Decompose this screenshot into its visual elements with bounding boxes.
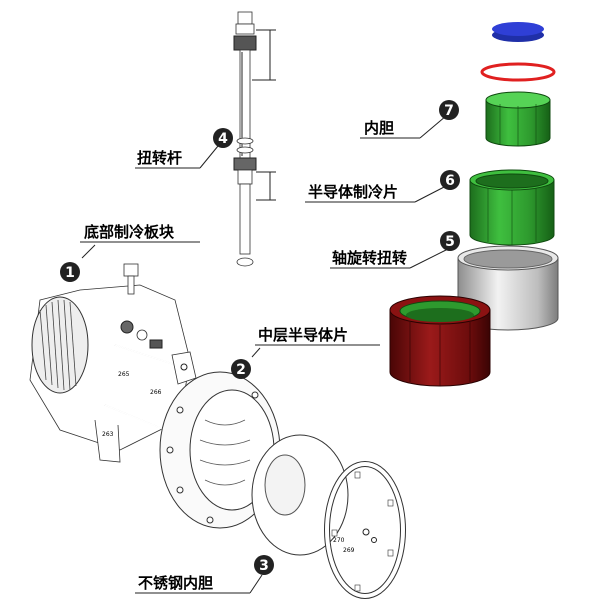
green-inner-liner [485,91,551,147]
label-middle-semiconductor: 中层半导体片 [258,326,348,344]
badge-3-number: 3 [259,558,269,574]
leader-lines [80,115,451,594]
green-cooling-sleeve [469,169,555,246]
label-torsion-rod: 扭转杆 [137,149,182,167]
badge-5: 5 [440,231,460,251]
badge-1: 1 [60,262,80,282]
torsion-rod-drawing [233,11,276,267]
badge-1-number: 1 [65,265,75,281]
label-inner-liner: 内胆 [364,119,394,137]
label-semiconductor-cooler: 半导体制冷片 [308,183,398,201]
label-base-cooling-block: 底部制冷板块 [84,223,175,241]
badge-7-number: 7 [444,103,454,119]
red-seal-ring [480,62,556,82]
part-number-270: 270 [333,537,345,544]
part-number-263: 263 [102,431,114,438]
stainless-liner-drawing [251,434,406,599]
badge-2: 2 [231,359,251,379]
part-number-266: 266 [150,389,162,396]
blue-lid [492,22,544,42]
dark-red-outer-housing [389,295,491,387]
badge-6-number: 6 [445,173,455,189]
badge-3: 3 [254,555,274,575]
part-number-265: 265 [118,371,130,378]
badge-4: 4 [213,128,233,148]
base-cooling-block-drawing [29,263,197,463]
badge-5-number: 5 [445,234,455,250]
label-stainless-liner: 不锈钢内胆 [138,574,213,592]
blue-lid-top [492,22,544,36]
badge-7: 7 [439,100,459,120]
badge-2-number: 2 [236,362,246,378]
label-shaft-rotation: 轴旋转扭转 [332,249,407,267]
badge-6: 6 [440,170,460,190]
part-number-269: 269 [343,547,355,554]
badge-4-number: 4 [218,131,228,147]
